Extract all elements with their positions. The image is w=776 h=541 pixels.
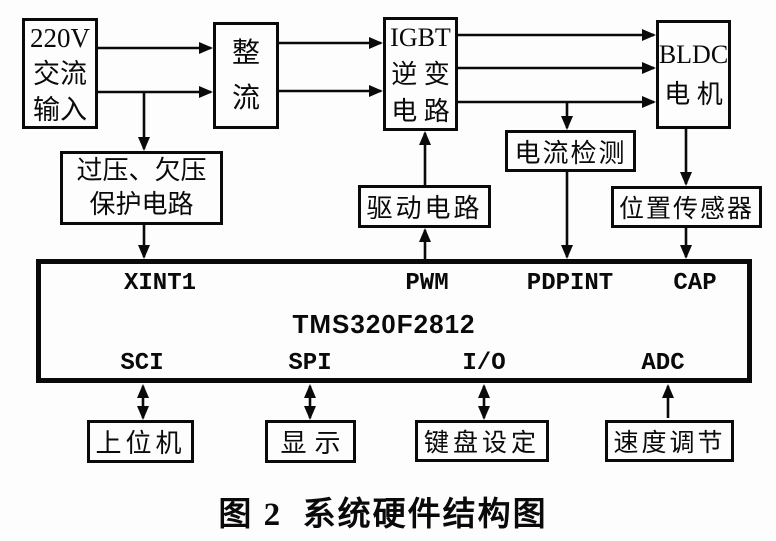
dsp-pin-spi: SPI: [288, 350, 332, 377]
block-display: 显示: [265, 420, 356, 463]
dsp-pin-cap: CAP: [673, 270, 717, 297]
dsp-name-label: TMS320F2812: [292, 309, 476, 339]
block-drive-circuit: 驱动电路: [358, 185, 491, 228]
dsp-pin-pwm: PWM: [405, 270, 449, 297]
dsp-pin-xint1: XINT1: [123, 270, 197, 297]
block-current-detection: 电流检测: [505, 130, 636, 172]
dsp-pin-adc: ADC: [641, 350, 685, 377]
block-dsp-tms320f2812: [36, 259, 752, 383]
dsp-pin-io: I/O: [462, 350, 506, 377]
block-protection-circuit: 过压、欠压 保护电路: [60, 151, 223, 225]
block-position-sensor: 位置传感器: [611, 186, 762, 228]
block-ac-input: 220V 交流 输入: [22, 18, 98, 129]
dsp-pin-sci: SCI: [120, 350, 164, 377]
block-speed-adjust: 速度调节: [605, 420, 734, 462]
block-igbt-inverter: IGBT 逆 变 电 路: [383, 17, 458, 131]
block-keyboard-setting: 键盘设定: [415, 420, 549, 462]
figure-caption: 图 2 系统硬件结构图: [218, 497, 548, 533]
block-rectifier: 整 流: [213, 22, 279, 129]
block-bldc-motor: BLDC 电 机: [656, 20, 731, 129]
dsp-pin-pdpint: PDPINT: [526, 270, 614, 297]
block-host-computer: 上位机: [87, 420, 194, 463]
